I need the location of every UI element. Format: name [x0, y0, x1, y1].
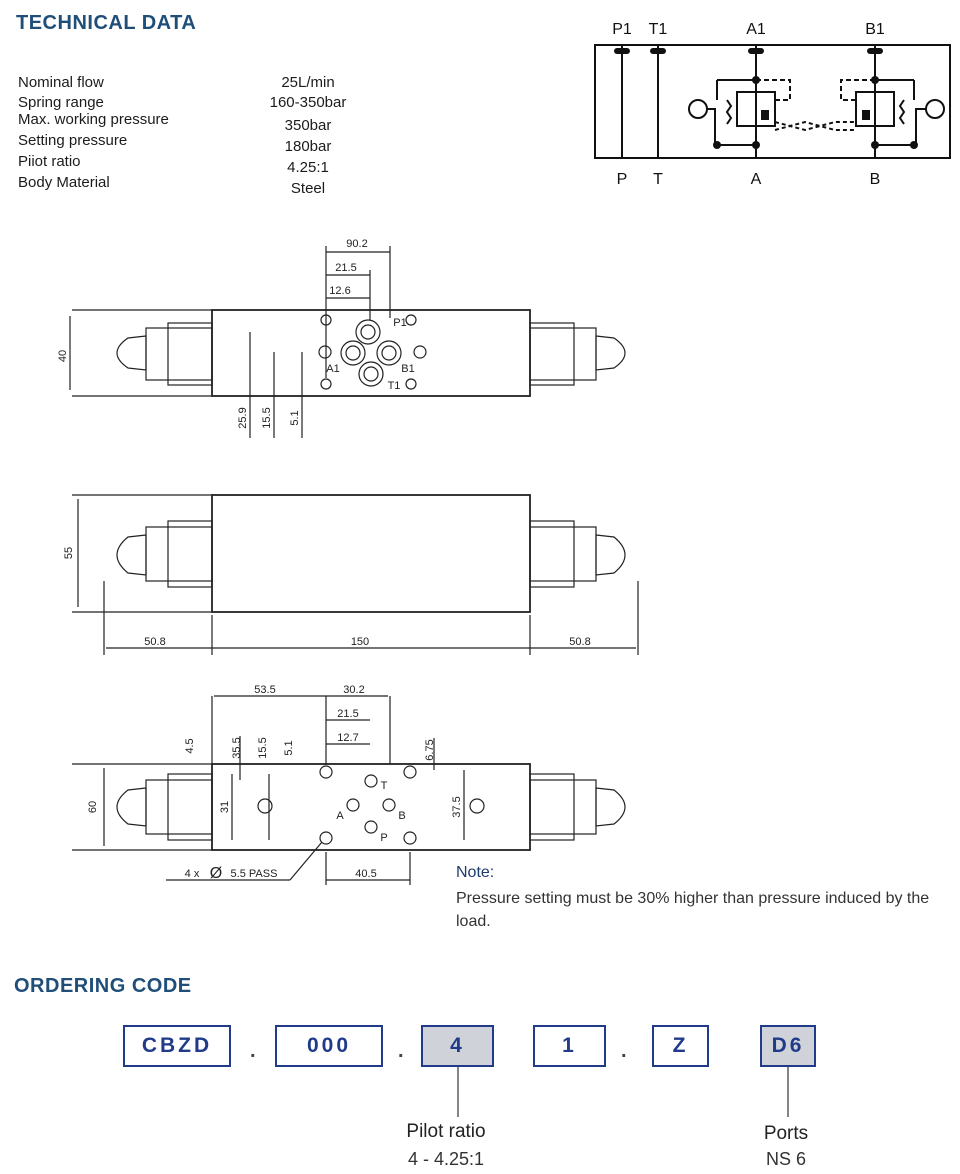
dim-label: 150: [351, 636, 369, 648]
dim-label: 12.6: [329, 285, 350, 297]
note-text: Pressure setting must be 30% higher than…: [456, 890, 930, 930]
dim-label: 60: [87, 801, 99, 813]
spec-row-max-working-pressure: Max. working pressure 350bar: [18, 111, 378, 134]
code-separator: .: [398, 1040, 404, 1062]
note-title: Note:: [456, 864, 495, 881]
ordering-code-heading: ORDERING CODE: [14, 975, 192, 997]
dim-label: 55: [63, 547, 75, 559]
port-label: A: [336, 810, 344, 822]
dim-label: 37.5: [451, 796, 463, 817]
port-label: B1: [401, 363, 414, 375]
dim-label: 53.5: [254, 684, 275, 696]
port-label-a1: A1: [746, 21, 766, 38]
callout-pilot-ratio-title: Pilot ratio: [406, 1121, 486, 1142]
dim-label: 5.1: [283, 740, 295, 755]
drawing-top-view: 90.2 21.5 12.6 40 25.9 15.5 5.1 P1 A1 B1…: [57, 238, 626, 438]
spec-label: Setting pressure: [18, 132, 128, 149]
code-box-ports: D6: [760, 1025, 816, 1067]
port-label-p: P: [617, 171, 628, 188]
callout-pilot-ratio-value: 4 - 4.25:1: [407, 1149, 485, 1169]
port-label-a: A: [751, 171, 762, 188]
port-label: T: [381, 780, 388, 792]
spec-label: Nominal flow: [18, 74, 104, 91]
port-label: T1: [388, 380, 401, 392]
code-separator: .: [250, 1040, 256, 1062]
drawing-side-view: 55 50.8 150 50.8: [63, 494, 639, 655]
port-label-t1: T1: [649, 21, 668, 38]
spec-label: Max. working pressure: [18, 111, 169, 128]
spec-value: 180bar: [284, 138, 332, 155]
callout-leader-lines: [457, 1067, 789, 1117]
spec-row-setting-pressure: Setting pressure 180bar: [18, 132, 378, 155]
dim-label: 12.7: [337, 732, 358, 744]
code-box-pilot-ratio: 4: [421, 1025, 494, 1067]
spec-label: Body Material: [18, 174, 110, 191]
port-label: B: [398, 810, 405, 822]
code-box-material: Z: [652, 1025, 709, 1067]
spec-row-spring-range: Spring range 160-350bar: [18, 94, 378, 114]
dim-label: 50.8: [144, 636, 165, 648]
callout-ports-value: NS 6: [765, 1149, 807, 1169]
dim-label: 31: [219, 801, 231, 813]
hydraulic-schematic: P1 T1 A1 B1 P T A B: [594, 21, 951, 188]
dim-label: 6.75: [424, 739, 436, 760]
code-box-series: CBZD: [123, 1025, 231, 1067]
spec-row-nominal-flow: Nominal flow 25L/min: [18, 74, 378, 94]
dim-label: 21.5: [335, 262, 356, 274]
drawing-bottom-view: 53.5 30.2 21.5 12.7 4.5 35.5 15.5 5.1 6.…: [72, 684, 626, 885]
dim-label: 15.5: [257, 737, 269, 758]
dim-label: 21.5: [337, 708, 358, 720]
dim-label: 15.5: [261, 407, 273, 428]
spec-label: Spring range: [18, 94, 104, 111]
port-label: P1: [393, 317, 406, 329]
spec-value: 160-350bar: [269, 94, 347, 111]
spec-row-body-material: Body Material Steel: [18, 174, 378, 197]
code-box-spring: 000: [275, 1025, 383, 1067]
port-label: A1: [326, 363, 339, 375]
spec-value: Steel: [290, 180, 326, 197]
code-box-option: 1: [533, 1025, 606, 1067]
dim-label: 50.8: [569, 636, 590, 648]
spec-value: 350bar: [284, 117, 332, 134]
hole-callout-text: 5.5 PASS: [231, 868, 278, 880]
dim-label: 40.5: [355, 868, 376, 880]
technical-data-heading: TECHNICAL DATA: [16, 12, 197, 34]
spec-value: 25L/min: [281, 74, 335, 91]
hole-callout-count: 4 x: [185, 868, 200, 880]
diameter-symbol: Ø: [210, 865, 222, 882]
port-label-t: T: [653, 171, 663, 188]
port-label-b1: B1: [865, 21, 885, 38]
dim-label: 30.2: [343, 684, 364, 696]
dim-label: 40: [57, 350, 69, 362]
callout-ports-title: Ports: [763, 1123, 809, 1144]
port-label-b: B: [870, 171, 881, 188]
port-label-p1: P1: [612, 21, 632, 38]
dim-label: 90.2: [346, 238, 367, 250]
spec-label: Piiot ratio: [18, 153, 81, 170]
dim-label: 4.5: [184, 738, 196, 753]
dim-label: 35.5: [231, 737, 243, 758]
dim-label: 25.9: [237, 407, 249, 428]
spec-row-pilot-ratio: Piiot ratio 4.25:1: [18, 153, 378, 176]
spec-value: 4.25:1: [287, 159, 329, 176]
port-label: P: [380, 832, 387, 844]
code-separator: .: [621, 1040, 627, 1062]
dim-label: 5.1: [289, 410, 301, 425]
